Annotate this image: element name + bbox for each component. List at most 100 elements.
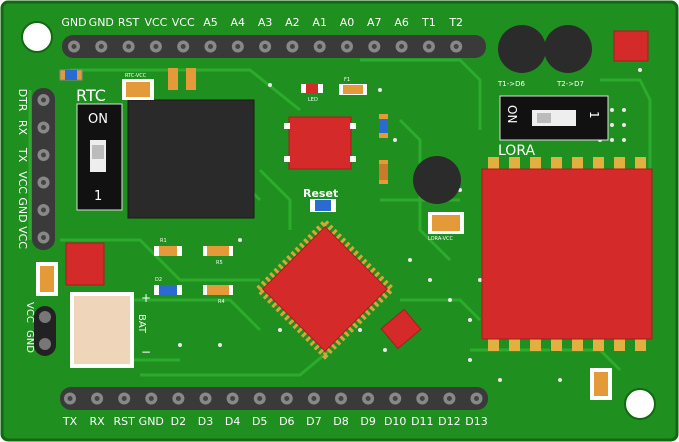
header-pin-hole bbox=[446, 396, 452, 401]
header-pin-hole bbox=[180, 44, 186, 49]
lora-pin bbox=[551, 337, 562, 351]
bat-label: BAT bbox=[136, 314, 147, 334]
header-pin-hole bbox=[98, 44, 104, 49]
header-pin-hole bbox=[230, 396, 236, 401]
header-pin-hole bbox=[474, 396, 479, 401]
header-pin-hole bbox=[41, 125, 46, 130]
mounting-hole-top-left bbox=[21, 21, 53, 53]
header-pin-hole bbox=[419, 396, 425, 401]
power-gnd-label: GND bbox=[24, 330, 35, 353]
bat-minus: − bbox=[141, 345, 151, 359]
lora-switch-num: 1 bbox=[587, 111, 601, 119]
lora-pin bbox=[530, 337, 541, 351]
reset-button-body[interactable] bbox=[315, 200, 331, 211]
top-header-label: A4 bbox=[231, 16, 246, 29]
bottom-header-label: RX bbox=[90, 415, 106, 428]
header-pin-hole bbox=[317, 44, 323, 49]
header-pin-hole bbox=[71, 44, 77, 49]
t2-label: T2->D7 bbox=[556, 80, 584, 88]
left-header-label: VCC bbox=[16, 226, 29, 249]
header-pin-hole bbox=[41, 180, 46, 185]
header-pin-hole bbox=[289, 44, 295, 49]
bottom-header-label: D5 bbox=[252, 415, 267, 428]
capacitor-t2 bbox=[544, 25, 592, 73]
header-pin-hole bbox=[153, 44, 159, 49]
bottom-header-label: GND bbox=[139, 415, 164, 428]
lora-pin bbox=[488, 157, 499, 171]
power-pin bbox=[39, 338, 51, 350]
top-header-label: GND bbox=[89, 16, 114, 29]
top-header-label: T1 bbox=[421, 16, 436, 29]
bottom-header-pins bbox=[64, 392, 483, 405]
crystal bbox=[380, 308, 422, 350]
top-header-label: RST bbox=[118, 16, 140, 29]
header-pin-hole bbox=[257, 396, 263, 401]
t1-label: T1->D6 bbox=[497, 80, 526, 88]
lora-pin bbox=[635, 337, 646, 351]
header-pin-hole bbox=[371, 44, 377, 49]
smd-resistor-body bbox=[65, 70, 77, 80]
f1-label: F1 bbox=[344, 77, 350, 83]
header-pin-hole bbox=[262, 44, 268, 49]
lora-pin bbox=[635, 157, 646, 171]
regulator-pins bbox=[284, 123, 356, 162]
header-pin-hole bbox=[41, 152, 46, 158]
capacitor-lora bbox=[413, 156, 461, 204]
header-pin-hole bbox=[67, 396, 73, 401]
led-body bbox=[306, 84, 318, 93]
lora-switch-knob bbox=[537, 113, 551, 123]
top-header-label: VCC bbox=[172, 16, 195, 29]
top-header-label: A3 bbox=[258, 16, 273, 29]
header-pin-hole bbox=[94, 396, 100, 401]
lora-module-pins bbox=[488, 157, 646, 351]
header-pin-hole bbox=[365, 396, 371, 401]
smd-resistor-body bbox=[594, 372, 608, 396]
lora-pin bbox=[530, 157, 541, 171]
bat-plus: + bbox=[141, 291, 151, 305]
lora-vcc-label: LORA-VCC bbox=[428, 236, 454, 242]
bottom-header-label: TX bbox=[62, 415, 78, 428]
rtc-switch-num: 1 bbox=[94, 189, 102, 204]
left-header-label: VCC bbox=[16, 171, 29, 194]
lora-pin bbox=[593, 157, 604, 171]
bottom-header-label: D3 bbox=[198, 415, 213, 428]
header-pin-hole bbox=[126, 44, 132, 49]
rtc-title: RTC bbox=[76, 86, 106, 105]
header-pin-hole bbox=[175, 396, 181, 401]
top-header-label: A1 bbox=[312, 16, 327, 29]
top-header-label: T2 bbox=[448, 16, 463, 29]
left-header-label: GND bbox=[16, 197, 29, 222]
top-header-label: GND bbox=[61, 16, 86, 29]
rtc-vcc-pad bbox=[126, 82, 150, 97]
bottom-header-label: D9 bbox=[360, 415, 375, 428]
header-pin-hole bbox=[453, 44, 459, 49]
lora-pin bbox=[572, 337, 583, 351]
lora-pin bbox=[551, 157, 562, 171]
lora-pin bbox=[614, 337, 625, 351]
led-label: LED bbox=[308, 97, 318, 103]
lora-module bbox=[481, 168, 653, 340]
power-vcc-label: VCC bbox=[24, 302, 35, 323]
smd-resistor bbox=[168, 68, 178, 90]
header-pin-hole bbox=[121, 396, 127, 401]
lora-pin bbox=[509, 337, 520, 351]
header-pin-hole bbox=[338, 396, 344, 401]
header-pin-hole bbox=[203, 396, 208, 401]
lora-vcc-pad bbox=[432, 215, 460, 231]
header-pin-hole bbox=[399, 44, 405, 49]
left-header-label: TX bbox=[16, 147, 29, 163]
r1-label: R1 bbox=[160, 238, 167, 244]
header-pin-hole bbox=[392, 396, 398, 401]
left-header-pins bbox=[37, 94, 50, 244]
header-pin-hole bbox=[208, 44, 213, 49]
top-header-label: VCC bbox=[144, 16, 167, 29]
r4-label: R4 bbox=[218, 299, 225, 305]
header-pin-hole bbox=[311, 396, 317, 401]
rtc-switch-on: ON bbox=[88, 112, 108, 127]
lora-pin bbox=[614, 157, 625, 171]
header-pin-hole bbox=[235, 44, 241, 49]
header-pin-hole bbox=[41, 207, 46, 213]
